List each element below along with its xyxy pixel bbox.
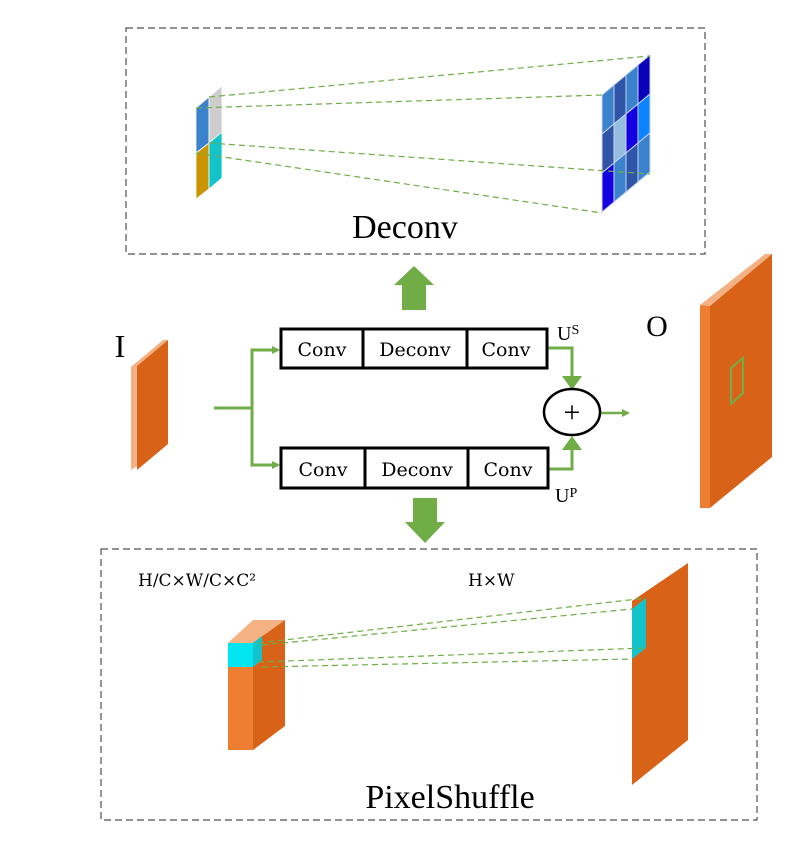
us-label: US <box>557 323 579 345</box>
pixelshuffle-panel-border <box>100 548 758 821</box>
upper-branch: Conv Deconv Conv US <box>279 323 579 370</box>
high-res-plane <box>632 563 688 785</box>
block-label: Conv <box>482 339 531 361</box>
deconv-panel-border <box>125 27 706 255</box>
output-feature-map: O <box>646 254 772 508</box>
plane-face <box>632 563 688 785</box>
block-label: Conv <box>299 459 348 481</box>
block-label: Conv <box>484 459 533 481</box>
output-patch-marker <box>730 355 744 407</box>
pixelshuffle-panel: H/C×W/C×C² H×W PixelShuffle <box>100 548 758 821</box>
projection-line <box>195 94 603 109</box>
dim-label-right: H×W <box>468 571 515 591</box>
deconv-projection-lines <box>195 55 651 214</box>
branch-connectors <box>214 346 630 471</box>
upper-to-sum-connector <box>547 346 574 380</box>
block-conv-1[interactable] <box>279 446 367 490</box>
input-label: I <box>115 328 126 364</box>
upper-branch-connector <box>250 346 280 408</box>
up-arrowhead-icon <box>562 436 582 450</box>
input-front-face <box>137 340 168 470</box>
down-arrow-icon <box>405 498 445 543</box>
output-label: O <box>646 310 668 343</box>
deconv-title: Deconv <box>352 209 458 246</box>
lower-branch: Conv Deconv Conv UP <box>279 446 577 507</box>
output-top-face <box>700 254 772 306</box>
kernel-cell <box>195 142 210 200</box>
lower-branch-connector <box>250 408 280 469</box>
cyan-block-side <box>253 636 262 667</box>
deconv-panel: Deconv <box>125 27 706 255</box>
deconv-output-grid <box>601 53 651 214</box>
cyan-patch <box>632 598 646 659</box>
down-arrowhead-icon <box>562 376 582 390</box>
block-deconv[interactable] <box>361 327 469 370</box>
input-top-face <box>131 340 168 367</box>
dim-label-left: H/C×W/C×C² <box>138 571 256 591</box>
up-label: UP <box>555 485 577 507</box>
block-label: Deconv <box>381 459 453 481</box>
projection-line <box>257 647 647 663</box>
projection-line <box>195 152 603 214</box>
kernel-cell <box>208 131 223 190</box>
projection-line <box>257 597 647 644</box>
block-deconv[interactable] <box>363 446 470 490</box>
output-side-face <box>700 305 710 508</box>
cyan-block-front <box>228 643 253 667</box>
deconv-kernel <box>195 85 223 200</box>
block-conv-2[interactable] <box>466 446 550 490</box>
projection-line <box>208 142 651 175</box>
projection-line <box>208 55 651 98</box>
cuboid-front-face <box>228 643 253 750</box>
sum-node: + <box>542 387 602 437</box>
cuboid-top-face <box>228 620 285 643</box>
block-conv-1[interactable] <box>279 327 365 370</box>
block-label: Conv <box>298 339 347 361</box>
input-feature-map: I <box>115 328 168 470</box>
output-front-face <box>710 254 772 508</box>
grid-cell <box>637 131 651 184</box>
input-side-face <box>131 362 137 470</box>
projection-line <box>261 608 633 646</box>
plus-icon: + <box>564 396 581 429</box>
projection-line <box>261 658 633 668</box>
pixelshuffle-title: PixelShuffle <box>365 779 534 816</box>
block-conv-2[interactable] <box>465 327 549 370</box>
up-arrow-icon <box>394 266 434 310</box>
lower-to-sum-connector <box>547 444 574 471</box>
low-res-cuboid <box>228 620 285 750</box>
sum-circle <box>542 387 602 437</box>
pixelshuffle-projection-lines <box>257 597 647 668</box>
block-label: Deconv <box>379 339 451 361</box>
